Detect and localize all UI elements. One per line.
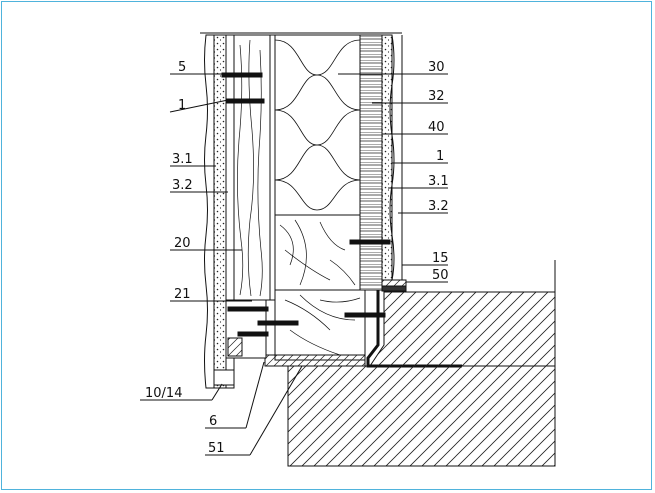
inner-board [269, 34, 276, 301]
label-30: 30 [428, 60, 445, 75]
label-20: 20 [174, 236, 191, 251]
label-1-left: 1 [178, 98, 186, 113]
label-32: 32 [428, 89, 445, 104]
timber-block [274, 214, 361, 291]
label-10-14: 10/14 [145, 386, 182, 401]
label-6: 6 [209, 414, 217, 429]
right-render-layer [381, 34, 403, 281]
label-21: 21 [174, 287, 191, 302]
base-plate [264, 354, 366, 367]
vertical-battens-32 [359, 34, 383, 291]
label-1-right: 1 [436, 149, 444, 164]
label-3-1-left: 3.1 [172, 152, 193, 167]
label-40: 40 [428, 120, 445, 135]
leader-lines [140, 73, 448, 456]
label-50: 50 [432, 268, 449, 283]
seal-strip-50 [381, 285, 407, 292]
insulation-30 [274, 34, 361, 216]
timber-stud-20 [233, 34, 271, 301]
label-3-2-left: 3.2 [172, 178, 193, 193]
label-3-2-right: 3.2 [428, 199, 449, 214]
label-15: 15 [432, 251, 449, 266]
screws [221, 72, 391, 337]
concrete-slab [287, 260, 556, 467]
label-5: 5 [178, 60, 186, 75]
label-51: 51 [208, 441, 225, 456]
label-3-1-right: 3.1 [428, 174, 449, 189]
seal-strip-15 [381, 279, 407, 287]
